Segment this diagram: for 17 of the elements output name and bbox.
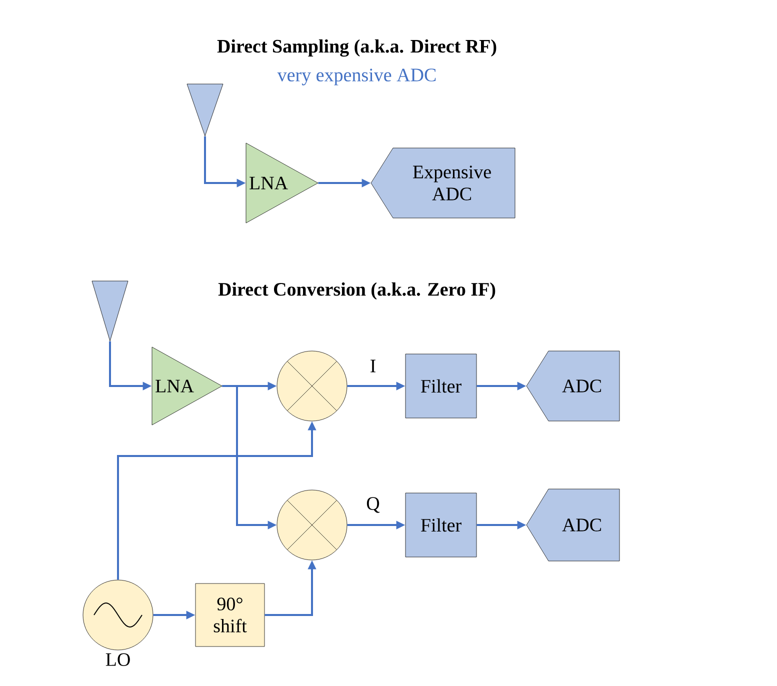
amplifier-triangle: LNA (152, 346, 222, 426)
adc-block: Expensive ADC (370, 148, 516, 218)
mixer-symbol (276, 490, 348, 560)
mixer-symbol (276, 350, 348, 422)
edge-label: I (370, 360, 376, 372)
subtitle: very expensive ADC (277, 68, 436, 86)
adc-block: ADC (526, 350, 620, 422)
antenna-symbol (92, 280, 128, 342)
filter-box: Filter (405, 354, 477, 418)
filter-box: Filter (405, 492, 477, 558)
heading: Direct Sampling (a.k.a. Direct RF) (217, 39, 496, 57)
amplifier-triangle: LNA (246, 142, 318, 224)
antenna-symbol (186, 84, 224, 136)
edge-label: Q (366, 497, 380, 513)
heading: Direct Conversion (a.k.a. Zero IF) (218, 282, 496, 300)
phase-shift-box: 90° shift (195, 583, 265, 647)
adc-block: ADC (526, 488, 620, 562)
